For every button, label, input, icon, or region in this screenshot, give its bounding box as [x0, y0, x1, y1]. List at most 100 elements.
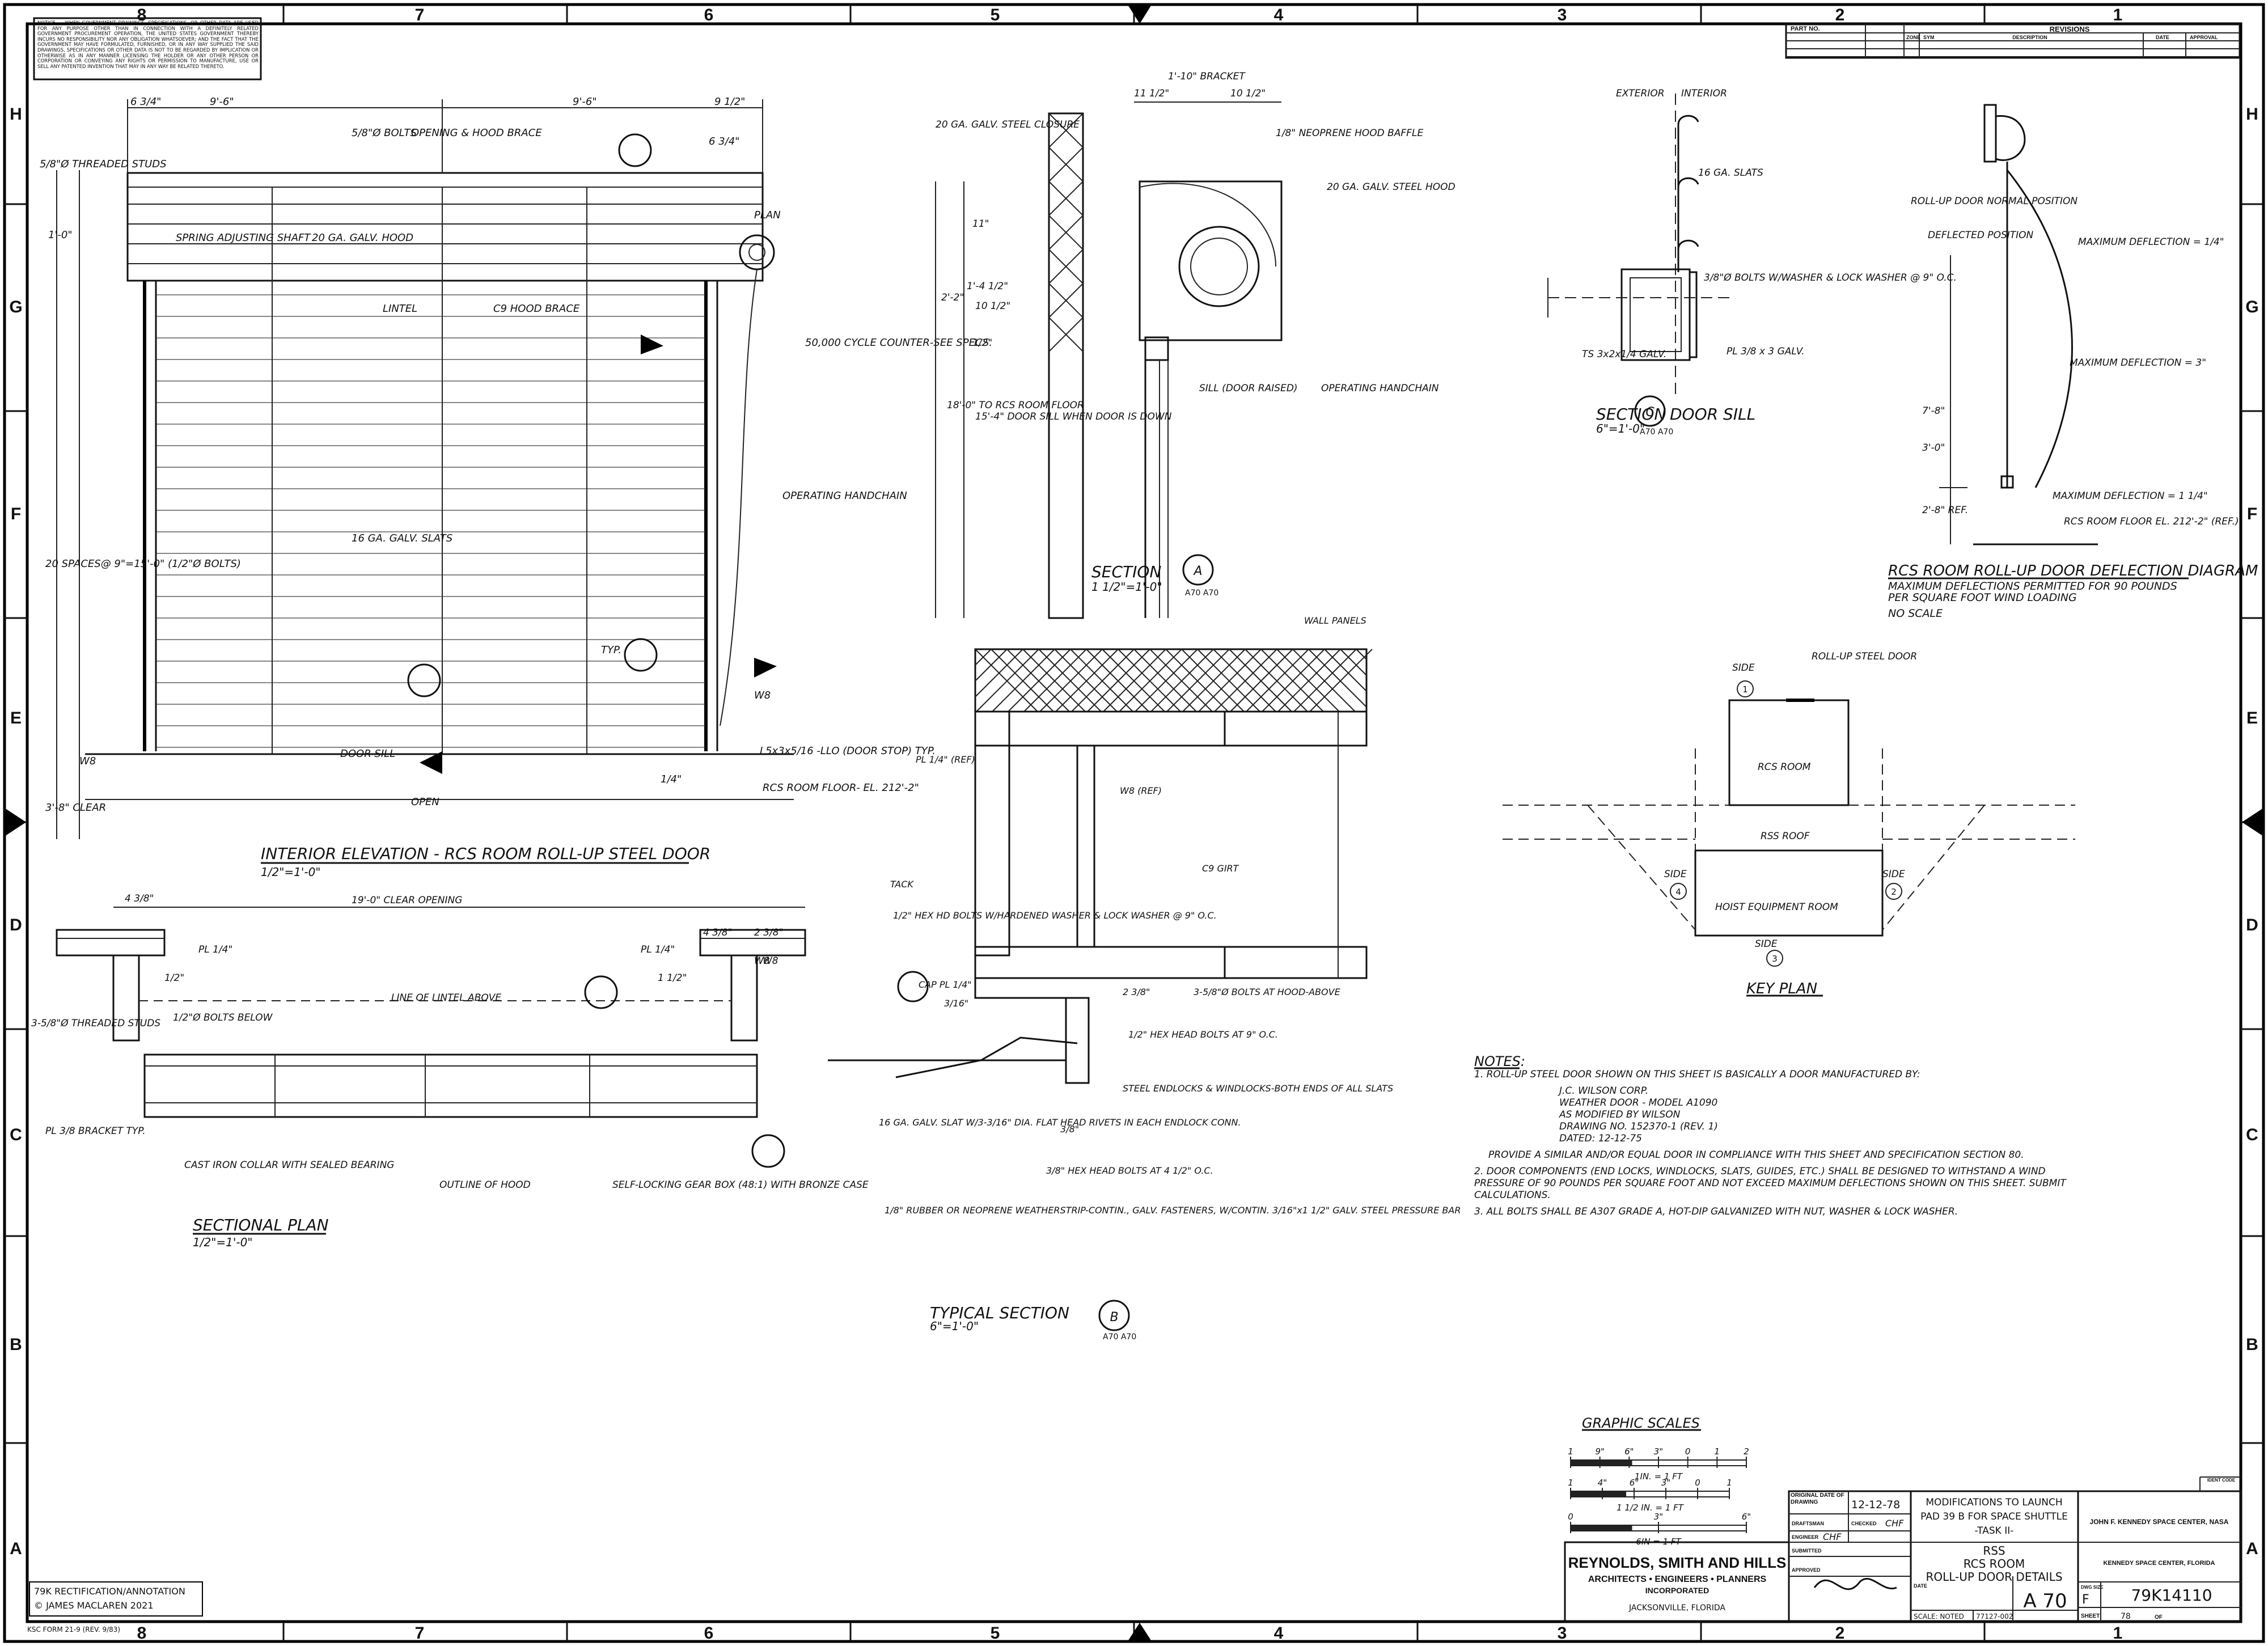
zone-col-top-2: 2	[1835, 6, 1845, 24]
project-line-2: PAD 39 B FOR SPACE SHUTTLE	[1920, 1511, 2068, 1522]
section-c-tag: C	[1645, 405, 1655, 420]
elevation-labels-13: C9 HOOD BRACE	[493, 303, 580, 315]
section-b-labels-8: 2 3/8"	[1123, 987, 1150, 997]
section-a-labels-3: 20 GA. GALV. STEEL CLOSURE	[936, 119, 1080, 130]
sectional-plan-labels-11: W8	[754, 955, 770, 967]
zone-col-bottom-8: 8	[137, 1624, 147, 1643]
deflection-note-1: MAXIMUM DEFLECTIONS PERMITTED FOR 90 POU…	[1888, 580, 2177, 593]
scale-label: SCALE: NOTED	[1914, 1613, 1964, 1620]
key-plan-labels-3: RSS ROOF	[1761, 831, 1810, 842]
interior-elevation: 6 3/4"9'-6"9'-6"9 1/2"5/8"Ø BOLTSOPENING…	[40, 96, 992, 879]
scale-tick: 3"	[1654, 1446, 1663, 1457]
elevation-labels-10: 20 GA. GALV. HOOD	[312, 232, 413, 244]
form-number: KSC FORM 21-9 (REV. 9/83)	[27, 1626, 120, 1634]
sectional-plan-labels-1: 19'-0" CLEAR OPENING	[352, 895, 462, 906]
sectional-plan-labels-12: 1 1/2"	[658, 972, 687, 984]
scale-tick: 6"	[1630, 1478, 1639, 1488]
ident-code-label: IDENT CODE	[2207, 1478, 2236, 1483]
deflection-labels-8: RCS ROOM FLOOR EL. 212'-2" (REF.)	[2064, 516, 2239, 527]
elevation-scale: 1/2"=1'-0"	[261, 865, 321, 879]
note-item: WEATHER DOOR - MODEL A1090	[1559, 1097, 1718, 1108]
sectional-plan-labels-2: 4 3/8"	[703, 927, 732, 938]
section-b-sheet-ref: A70 A70	[1103, 1332, 1136, 1342]
scale-tick: 2	[1744, 1446, 1749, 1457]
key-plan-labels-6: HOIST EQUIPMENT ROOM	[1715, 902, 1838, 913]
section-b-labels-10: 1/2" HEX HEAD BOLTS AT 9" O.C.	[1128, 1029, 1278, 1040]
section-a-labels-0: 1'-10" BRACKET	[1168, 71, 1246, 82]
deflection-labels-7: 2'-8" REF.	[1922, 505, 1968, 516]
elevation-labels-21: DOOR SILL	[340, 748, 395, 760]
deflection-labels-5: 3'-0"	[1922, 442, 1945, 454]
center-location: KENNEDY SPACE CENTER, FLORIDA	[2103, 1560, 2215, 1567]
elevation-labels-17: 20 SPACES@ 9"=15'-0" (1/2"Ø BOLTS)	[45, 558, 241, 570]
elevation-labels-15: OPERATING HANDCHAIN	[782, 490, 907, 502]
sectional-plan-labels-3: 2 3/8"	[754, 927, 783, 938]
scale-tick: 9"	[1595, 1446, 1604, 1457]
deflection-labels-0: ROLL-UP DOOR NORMAL POSITION	[1911, 196, 2077, 207]
key-plan-labels-7: SIDE	[1755, 938, 1778, 950]
notes-heading: NOTES:	[1474, 1053, 1525, 1069]
checker-value: CHF	[1823, 1531, 1842, 1542]
deflection-scale: NO SCALE	[1888, 607, 1943, 620]
annotation-line-2: © JAMES MACLAREN 2021	[34, 1600, 154, 1611]
section-b-labels-5: 1/2" HEX HD BOLTS W/HARDENED WASHER & LO…	[893, 910, 1217, 921]
scale-tick: 0	[1685, 1446, 1691, 1457]
scale-tick: 1	[1568, 1446, 1573, 1457]
sheet-frame	[3, 3, 2265, 1643]
zone-col-bottom-2: 2	[1835, 1624, 1845, 1643]
elevation-labels-19: W8	[754, 689, 771, 701]
key-plan-side-tag-3: 3	[1772, 954, 1778, 964]
zone-col-bottom-5: 5	[991, 1624, 1000, 1643]
scale-tick: 3"	[1661, 1478, 1670, 1488]
elevation-labels-18: TYP.	[601, 644, 621, 656]
engineer-label: ENGINEER	[1792, 1534, 1819, 1540]
section-b-tag: B	[1110, 1310, 1118, 1325]
zone-col-top-8: 8	[137, 6, 147, 24]
key-plan-side-tag-4: 4	[1675, 887, 1681, 897]
sheet-title-2: RCS ROOM	[1964, 1557, 2025, 1571]
elevation-labels-22: OPEN	[411, 796, 439, 808]
firm-name: REYNOLDS, SMITH AND HILLS	[1568, 1554, 1787, 1571]
key-plan-labels-4: SIDE	[1664, 869, 1687, 880]
zone-col-bottom-1: 1	[2113, 1624, 2123, 1643]
zone-row-right-D: D	[2246, 916, 2258, 934]
section-a-labels-12: OPERATING HANDCHAIN	[1321, 383, 1439, 394]
section-b-scale: 6"=1'-0"	[930, 1319, 979, 1333]
section-c-subtitle: DOOR SILL	[1670, 405, 1755, 424]
zone-col-bottom-6: 6	[704, 1624, 714, 1643]
section-a-labels-10: 1/2"	[972, 337, 992, 349]
section-c-labels-3: 3/8"Ø BOLTS W/WASHER & LOCK WASHER @ 9" …	[1704, 272, 1957, 283]
deflection-title: RCS ROOM ROLL-UP DOOR DEFLECTION DIAGRAM	[1888, 562, 2258, 579]
checked-label: CHECKED	[1851, 1521, 1877, 1526]
section-a-labels-9: 10 1/2"	[975, 301, 1010, 312]
general-notes: NOTES: 1. ROLL-UP STEEL DOOR SHOWN ON TH…	[1474, 1053, 2066, 1217]
scale-tick: 6"	[1742, 1512, 1751, 1522]
graphic-scales-title: GRAPHIC SCALES	[1582, 1415, 1700, 1431]
zone-col-bottom-7: 7	[415, 1624, 425, 1643]
deflection-labels-3: MAXIMUM DEFLECTION = 3"	[2070, 357, 2206, 369]
section-c-labels-2: 16 GA. SLATS	[1698, 167, 1763, 179]
centering-arrows	[5, 6, 2263, 1640]
section-a-labels-2: 10 1/2"	[1230, 88, 1266, 99]
section-c-labels-5: PL 3/8 x 3 GALV.	[1727, 346, 1805, 357]
zone-col-top-5: 5	[991, 6, 1000, 24]
zone-row-right-B: B	[2246, 1335, 2258, 1354]
sectional-plan-title: SECTIONAL PLAN	[193, 1216, 329, 1234]
zone-row-left-B: B	[10, 1335, 22, 1354]
zone-row-right-C: C	[2246, 1125, 2258, 1144]
sectional-plan-labels-16: SELF-LOCKING GEAR BOX (48:1) WITH BRONZE…	[612, 1179, 869, 1191]
note-item: J.C. WILSON CORP.	[1559, 1085, 1649, 1097]
sectional-plan-labels-14: CAST IRON COLLAR WITH SEALED BEARING	[184, 1160, 394, 1171]
section-a-labels-7: 2'-2"	[941, 292, 964, 303]
elevation-labels-16: 16 GA. GALV. SLATS	[352, 532, 452, 544]
approver-signature	[1813, 1577, 1897, 1590]
zone-col-top-7: 7	[415, 6, 425, 24]
elevation-labels-3: 9 1/2"	[714, 96, 745, 108]
dwg-size-label: DWG SIZE	[2081, 1585, 2104, 1590]
section-b-labels-2: W8 (REF)	[1120, 785, 1162, 796]
rev-col-zone: ZONE	[1906, 35, 1920, 40]
section-b-labels-12: 16 GA. GALV. SLAT W/3-3/16" DIA. FLAT HE…	[879, 1117, 1241, 1128]
